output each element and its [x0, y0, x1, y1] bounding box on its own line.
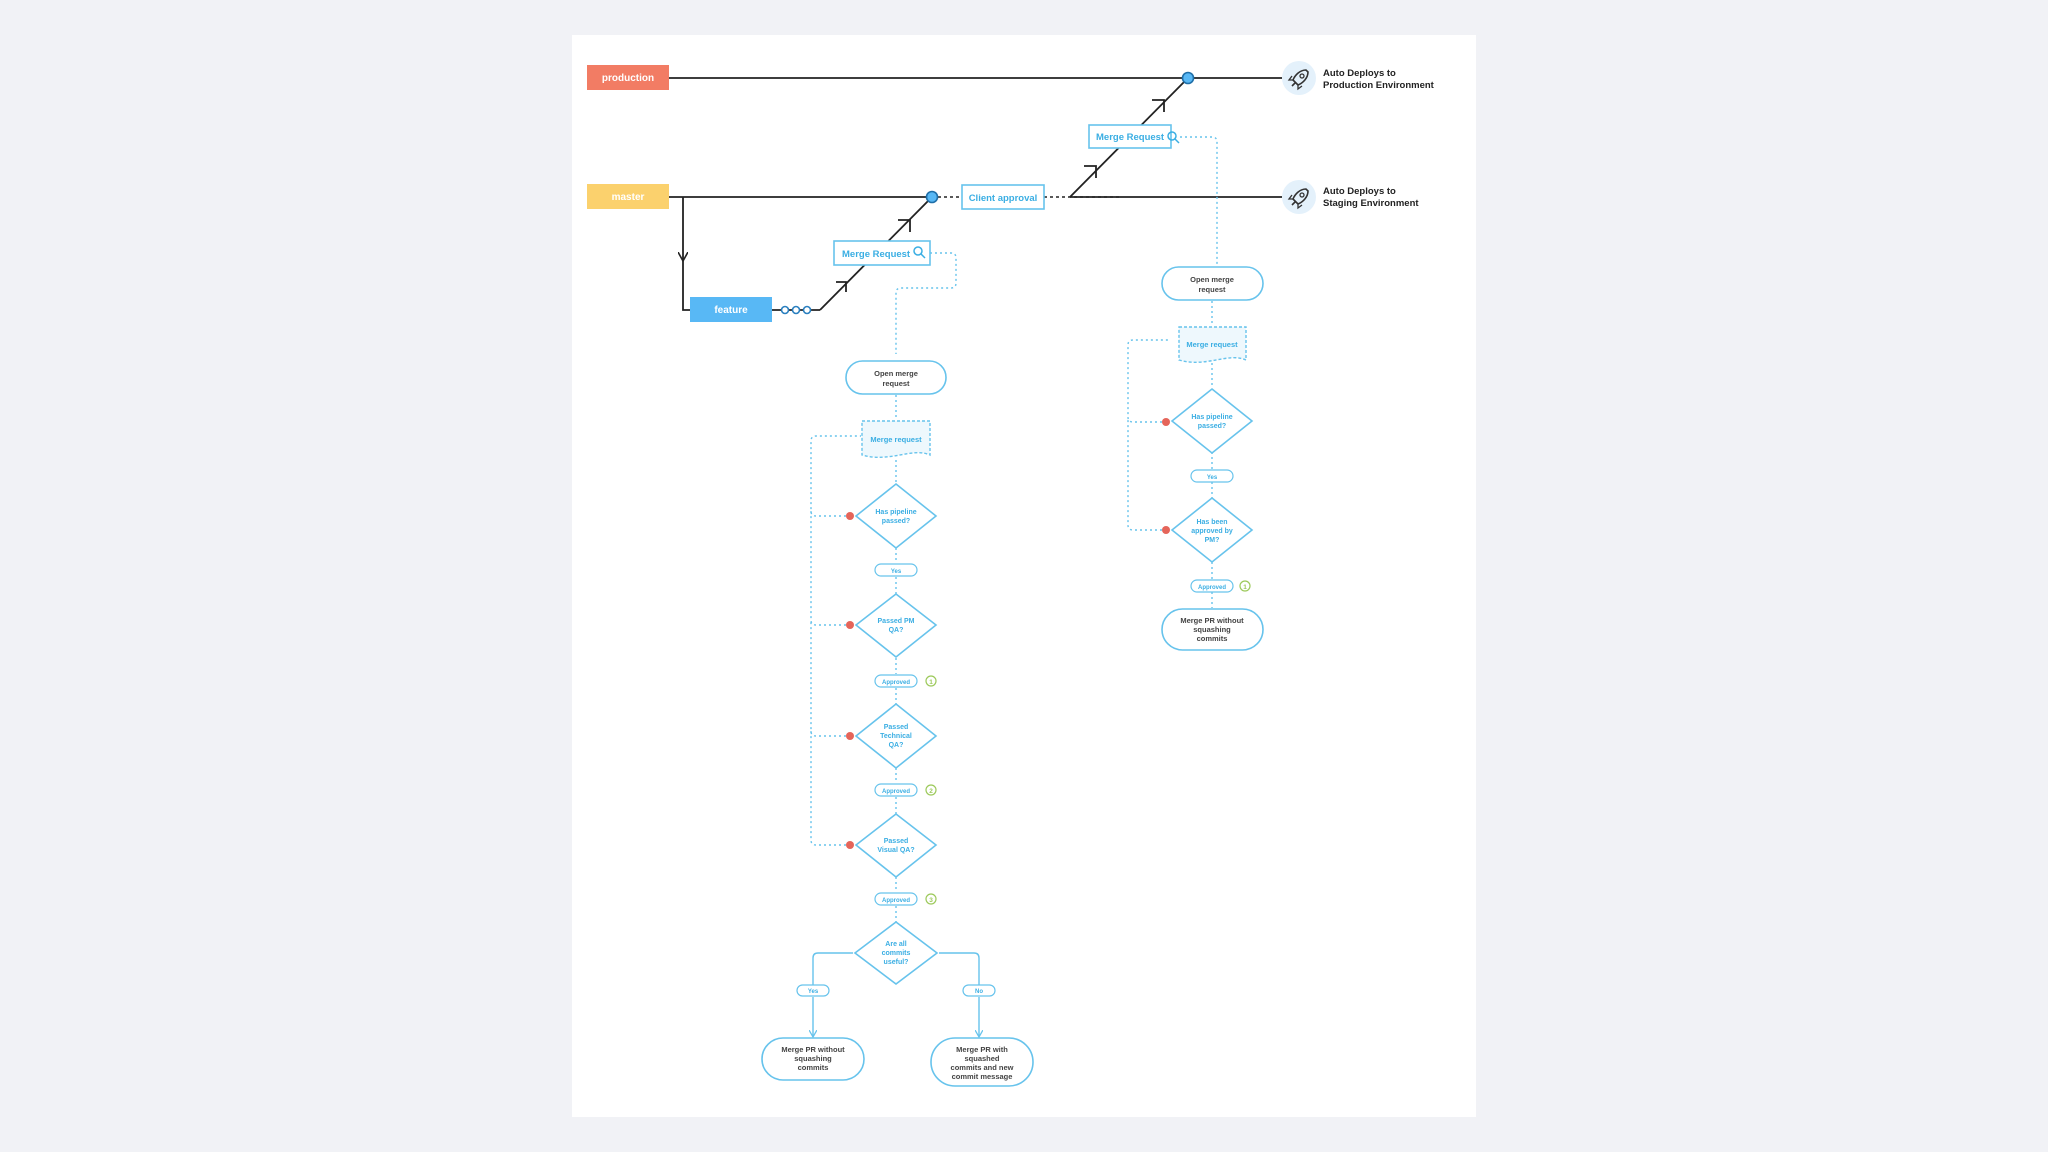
right-merge-node: Merge PR without squashing commits: [1161, 608, 1264, 651]
left-pipeline-decision: Has pipeline passed?: [854, 482, 938, 550]
no-squash-line3: commits: [798, 1063, 829, 1072]
merge-request-box-2: Merge Request: [1088, 124, 1180, 149]
right-merge-request-doc: Merge request: [1178, 326, 1247, 364]
right-merge-line3: commits: [1197, 634, 1228, 643]
left-step-2: 2: [929, 788, 933, 795]
right-pm-approved-decision: Has been approved by PM?: [1170, 496, 1254, 564]
left-visual-qa-decision: Passed Visual QA?: [854, 812, 938, 879]
left-step-3: 3: [929, 897, 933, 904]
right-open-mr-node: Open merge request: [1161, 266, 1264, 301]
deploy-staging-line2: Staging Environment: [1323, 198, 1419, 209]
split-yes-label: Yes: [808, 989, 819, 995]
right-merge-request-label: Merge request: [1186, 340, 1238, 349]
client-approval-box: Client approval: [961, 184, 1045, 210]
left-merge-request-doc: Merge request: [861, 420, 931, 459]
left-tech-qa-line3: QA?: [889, 742, 904, 749]
left-visual-qa-line2: Visual QA?: [877, 847, 914, 854]
split-yes-pill: Yes: [796, 984, 830, 997]
rocket-icon: [1282, 61, 1316, 95]
squash-line3: commits and new: [951, 1063, 1014, 1072]
diagram-canvas: [572, 35, 1476, 1117]
squash-line4: commit message: [952, 1072, 1013, 1081]
no-squash-line1: Merge PR without: [781, 1045, 845, 1054]
left-open-mr-line2: request: [882, 379, 910, 388]
split-no-label: No: [975, 989, 983, 995]
merge-with-squash-node: Merge PR with squashed commits and new c…: [930, 1037, 1034, 1087]
branch-label-production: production: [587, 65, 669, 90]
deploy-staging-line1: Auto Deploys to: [1323, 186, 1396, 197]
deploy-production-line2: Production Environment: [1323, 80, 1435, 91]
left-useful-decision: Are all commits useful?: [853, 920, 939, 986]
no-squash-line2: squashing: [794, 1054, 832, 1063]
right-open-mr-line2: request: [1198, 285, 1226, 294]
left-pipeline-line2: passed?: [882, 518, 910, 525]
left-step-1: 1: [929, 679, 933, 686]
squash-line1: Merge PR with: [956, 1045, 1008, 1054]
final-split-lines: [813, 952, 979, 1036]
left-pm-qa-line2: QA?: [889, 627, 904, 634]
right-step-1: 1: [1243, 584, 1247, 591]
left-merge-request-label: Merge request: [870, 435, 922, 444]
left-useful-line1: Are all: [885, 941, 906, 948]
branch-arrows: [836, 99, 1165, 292]
right-approved-q-line3: PM?: [1205, 537, 1220, 544]
left-tech-qa-line2: Technical: [880, 733, 912, 740]
right-yes-pill: Yes: [1190, 469, 1234, 483]
dotted-connectors: [810, 136, 1218, 922]
right-approved-q-line2: approved by: [1191, 528, 1233, 535]
left-visual-qa-line1: Passed: [884, 838, 909, 845]
merge-without-squash-node: Merge PR without squashing commits: [761, 1037, 865, 1081]
merge-node-master: [925, 190, 939, 204]
master-label: master: [612, 192, 645, 203]
left-yes-label: Yes: [891, 569, 902, 575]
feature-label: feature: [714, 305, 748, 316]
client-approval-label: Client approval: [969, 193, 1038, 204]
right-approved-pill: Approved 1: [1190, 579, 1251, 593]
right-merge-line2: squashing: [1193, 625, 1231, 634]
left-approved-pill-3: Approved 3: [874, 892, 937, 906]
right-flow: Open merge request Merge request Has pip…: [1161, 266, 1264, 651]
left-approved-pill-1: Approved 1: [874, 674, 937, 688]
merge-request-box-1: Merge Request: [833, 240, 931, 266]
left-approved-1-label: Approved: [882, 680, 910, 686]
production-label: production: [602, 73, 654, 84]
left-open-mr-line1: Open merge: [874, 369, 918, 378]
left-approved-pill-2: Approved 2: [874, 783, 937, 797]
merge-request-box-1-label: Merge Request: [842, 249, 911, 260]
left-useful-line3: useful?: [884, 959, 909, 966]
branch-label-master: master: [587, 184, 669, 209]
left-pm-qa-decision: Passed PM QA?: [854, 592, 938, 659]
left-approved-2-label: Approved: [882, 789, 910, 795]
right-open-mr-line1: Open merge: [1190, 275, 1234, 284]
commit-dots: [780, 305, 812, 315]
squash-line2: squashed: [964, 1054, 999, 1063]
merge-request-box-2-label: Merge Request: [1096, 132, 1165, 143]
left-tech-qa-decision: Passed Technical QA?: [854, 702, 938, 770]
right-yes-label: Yes: [1207, 475, 1218, 481]
left-pm-qa-line1: Passed PM: [878, 618, 915, 625]
branch-label-feature: feature: [690, 297, 772, 322]
right-approved-label: Approved: [1198, 585, 1226, 591]
rocket-icon: [1282, 180, 1316, 214]
left-tech-qa-line1: Passed: [884, 724, 909, 731]
right-merge-line1: Merge PR without: [1180, 616, 1244, 625]
left-open-mr-node: Open merge request: [845, 360, 947, 395]
merge-node-production: [1181, 71, 1195, 85]
left-flow: Open merge request Merge request Has pip…: [761, 360, 1034, 1087]
right-pipeline-decision: Has pipeline passed?: [1170, 387, 1254, 455]
deploy-production-line1: Auto Deploys to: [1323, 68, 1396, 79]
search-icon: [913, 246, 926, 259]
right-pipeline-line1: Has pipeline: [1191, 414, 1232, 421]
reject-markers: [846, 418, 1170, 849]
search-icon: [1167, 131, 1180, 144]
left-approved-3-label: Approved: [882, 898, 910, 904]
left-yes-pill: Yes: [874, 563, 918, 577]
right-approved-q-line1: Has been: [1196, 519, 1227, 526]
left-pipeline-line1: Has pipeline: [875, 509, 916, 516]
split-no-pill: No: [962, 984, 996, 997]
left-useful-line2: commits: [882, 950, 911, 957]
right-pipeline-line2: passed?: [1198, 423, 1226, 430]
